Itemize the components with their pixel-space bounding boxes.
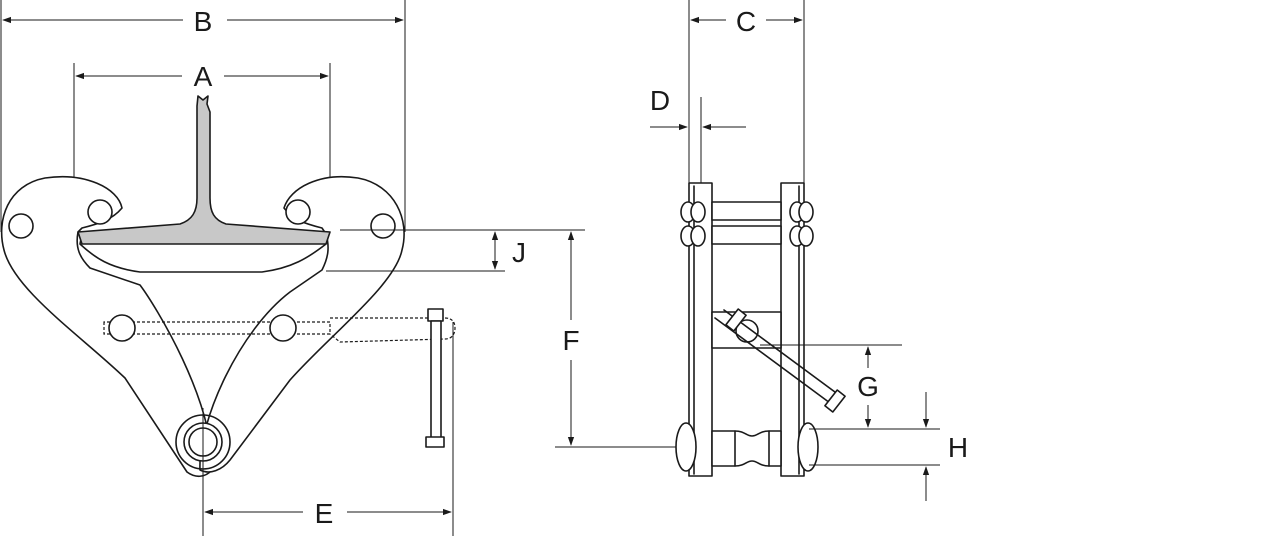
- dimension-d: D: [650, 85, 746, 186]
- lifting-eye: [175, 408, 231, 536]
- label-f: F: [562, 325, 579, 356]
- label-j: J: [512, 237, 526, 268]
- spindle-collar-left: [108, 314, 136, 342]
- dimension-g: G: [760, 344, 940, 430]
- label-g: G: [857, 371, 879, 402]
- label-e: E: [315, 498, 334, 529]
- dimension-f: F: [505, 229, 688, 448]
- tommy-bar: [425, 308, 445, 448]
- dimension-e: E: [204, 322, 454, 536]
- dimension-b: B: [0, 0, 406, 232]
- front-view: B A: [0, 0, 688, 536]
- label-c: C: [736, 6, 756, 37]
- label-b: B: [194, 6, 213, 37]
- dimension-c: C: [688, 0, 805, 186]
- spindle-collar-right: [269, 314, 297, 342]
- spindle: [103, 314, 456, 343]
- bottom-shackle-pin: [675, 422, 819, 472]
- pivot-pin-right-outer: [370, 213, 396, 239]
- side-view: C D: [650, 0, 968, 501]
- pivot-pin-left-outer: [8, 213, 34, 239]
- label-a: A: [194, 61, 213, 92]
- top-pivot-pins: [680, 201, 814, 247]
- pivot-pin-right-inner: [285, 199, 311, 225]
- dimension-j: J: [326, 229, 526, 272]
- label-h: H: [948, 432, 968, 463]
- pivot-pin-left-inner: [87, 199, 113, 225]
- label-d: D: [650, 85, 670, 116]
- left-clamp-arm: [0, 176, 213, 478]
- side-spindle: [711, 308, 846, 413]
- dimension-h: H: [809, 392, 968, 501]
- i-beam: [77, 95, 331, 245]
